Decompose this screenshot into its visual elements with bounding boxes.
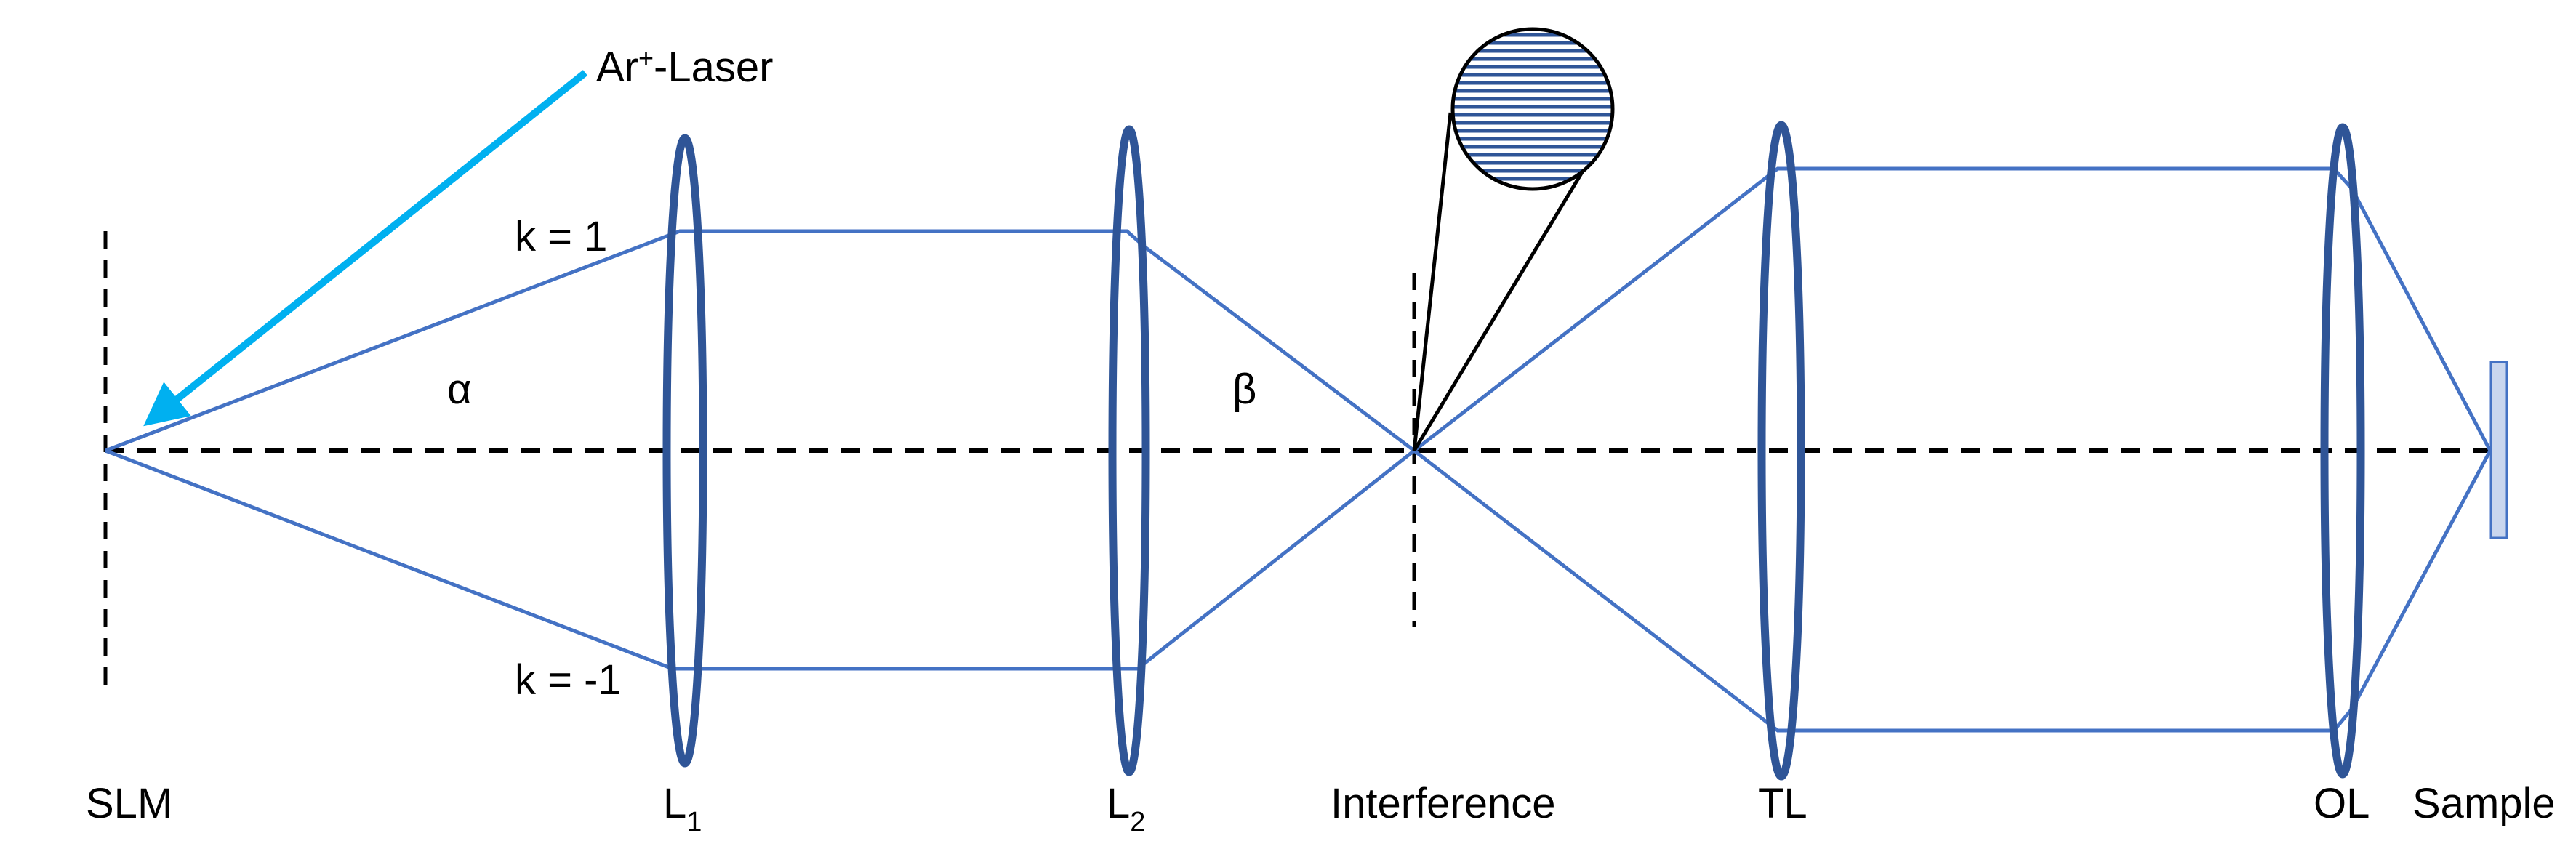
sample-slide <box>2489 361 2508 539</box>
label-sample: Sample <box>2412 780 2556 827</box>
label-order-plus: k = 1 <box>515 213 607 260</box>
label-tube-lens: TL <box>1758 780 1807 827</box>
magnifier-circle <box>1450 27 1615 191</box>
laser-label: Ar+-Laser <box>596 43 773 91</box>
laser-input-beam <box>143 70 588 427</box>
lens-ol <box>2320 123 2365 778</box>
label-objective-lens: OL <box>2314 780 2370 827</box>
label-slm: SLM <box>86 780 172 827</box>
beam-order-minus <box>105 448 2492 733</box>
lens-tl <box>1757 121 1805 781</box>
magnifier-interference-pattern <box>1412 27 1615 452</box>
lens-l1 <box>662 134 707 768</box>
magnifier-pointer-left <box>1412 112 1453 451</box>
label-order-minus: k = -1 <box>515 656 622 704</box>
label-angle-alpha: α <box>447 366 472 413</box>
label-lens-l2: L2 <box>1107 780 1145 837</box>
lens-l2 <box>1108 125 1150 776</box>
magnifier-pointer-right <box>1412 160 1591 452</box>
label-lens-l1: L1 <box>663 780 702 837</box>
label-interference: Interference <box>1331 780 1556 827</box>
label-angle-beta: β <box>1232 366 1256 413</box>
